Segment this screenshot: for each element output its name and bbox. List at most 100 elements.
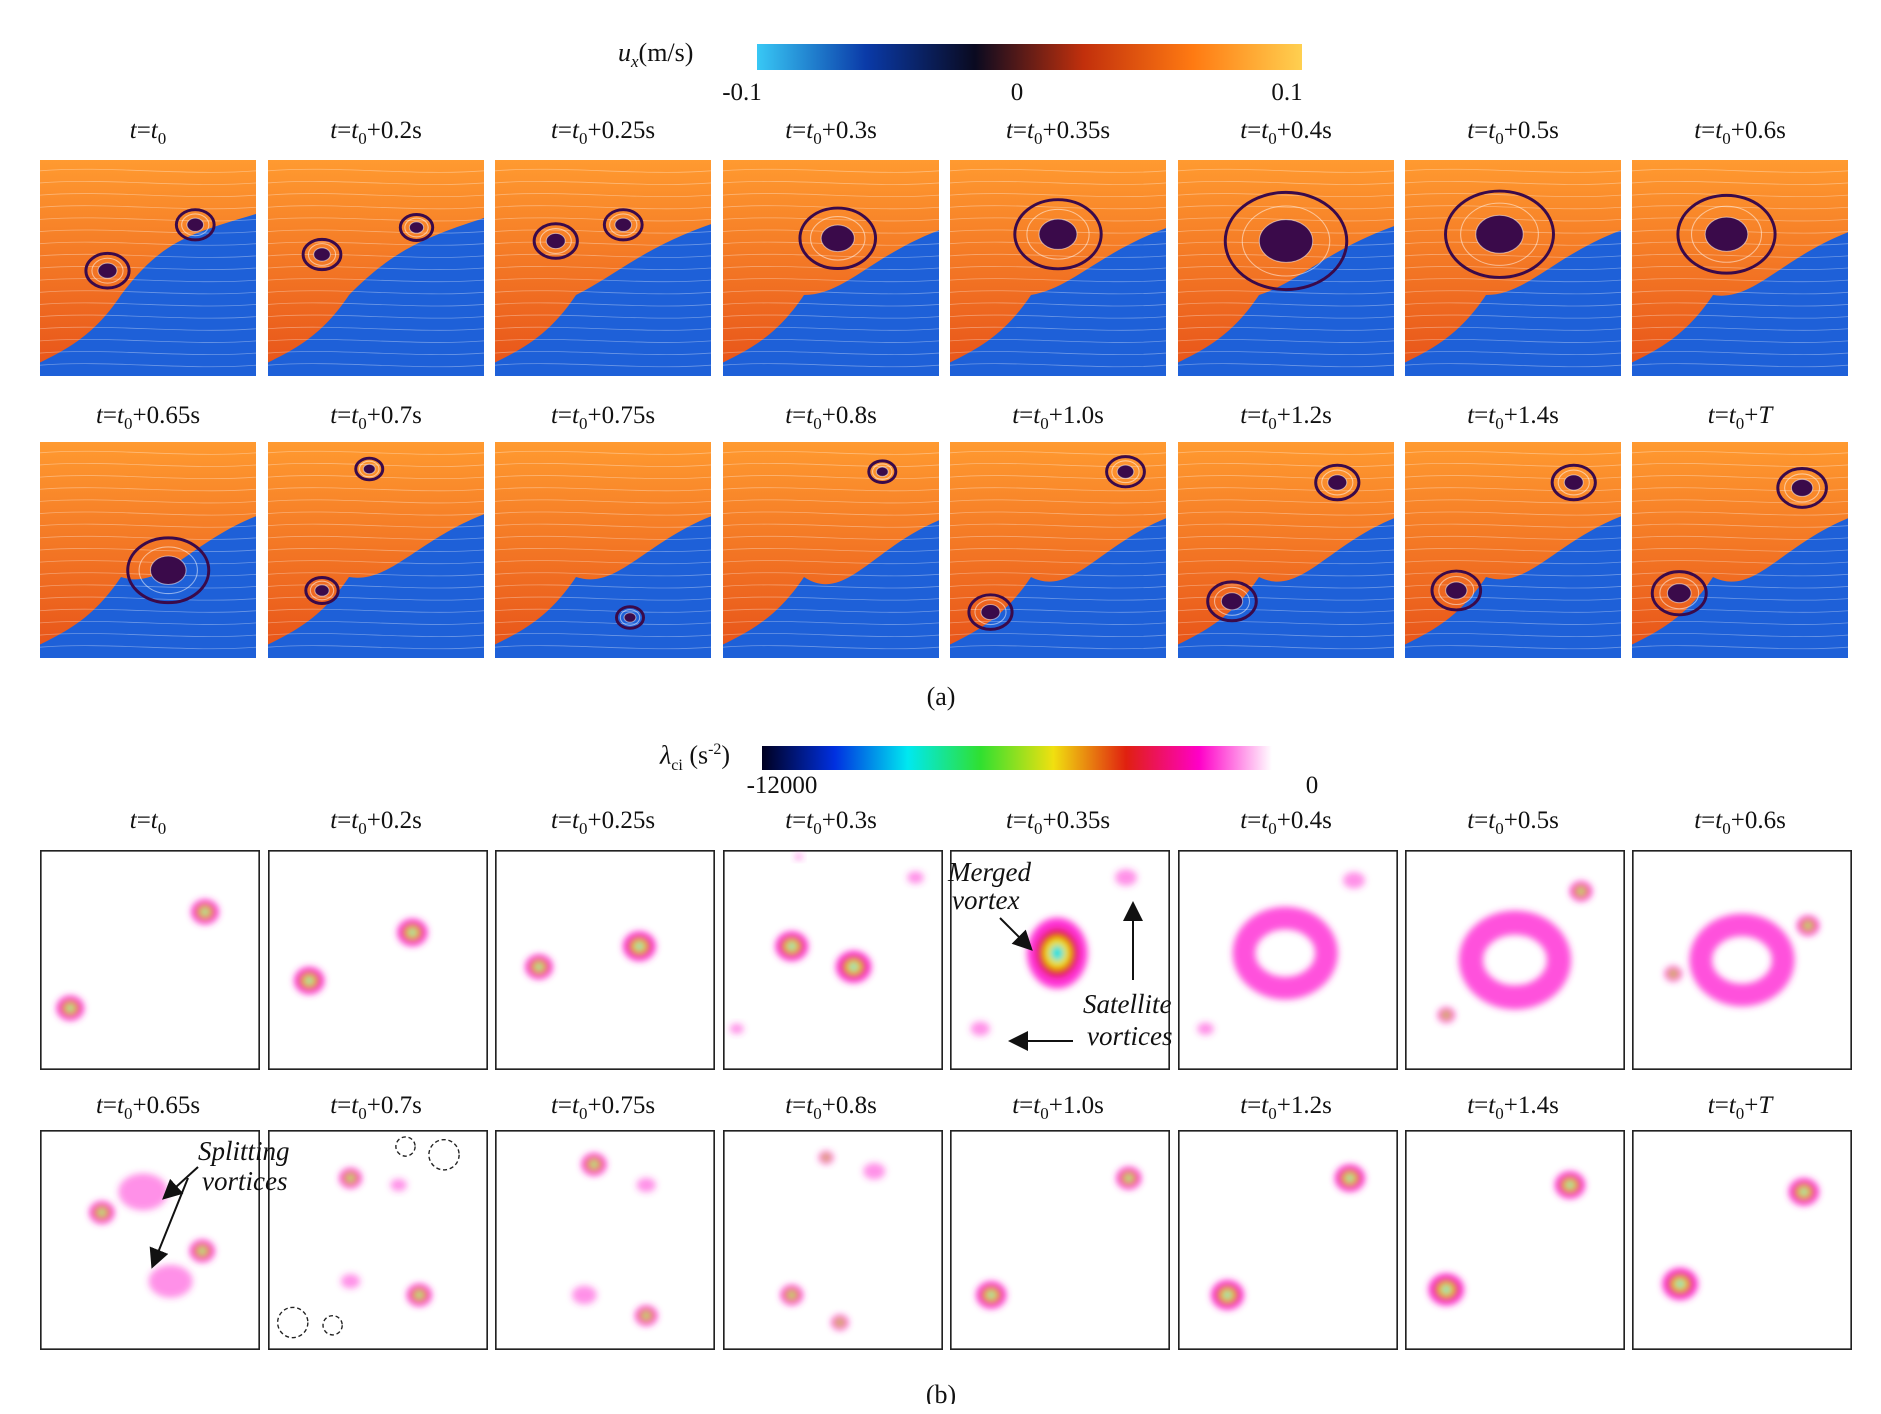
lambda-ci-panel: [950, 1130, 1170, 1350]
streamline: [1178, 290, 1394, 295]
streamline: [268, 499, 484, 504]
panel-frame: [40, 1130, 260, 1350]
missing-vortex-marker: [395, 1136, 416, 1157]
streamline: [950, 523, 1166, 528]
streamline: [495, 168, 711, 173]
streamline: [1405, 314, 1621, 319]
vortex-ring: [809, 215, 866, 261]
streamline: [268, 608, 484, 613]
vortex-ring: [1659, 577, 1700, 610]
flow-field-panel: [268, 160, 484, 376]
vortex-ring: [408, 221, 425, 234]
streamline: [950, 584, 1166, 589]
streamline: [1405, 253, 1621, 258]
streamline: [495, 645, 711, 650]
flow-field-panel: [950, 160, 1166, 376]
streamline: [268, 326, 484, 331]
lambda-ci-panel: [1178, 1130, 1398, 1350]
streamline: [950, 487, 1166, 492]
streamline: [1405, 193, 1621, 198]
weak-vortex-blob: [863, 1163, 886, 1180]
vortex-ring: [974, 599, 1007, 626]
streamline: [40, 338, 256, 343]
vortex-ring: [1666, 583, 1692, 604]
streamline: [723, 290, 939, 295]
vortex-ring: [97, 262, 118, 279]
streamline: [268, 363, 484, 368]
vortex-blob: [406, 1283, 432, 1307]
streamline: [723, 511, 939, 516]
streamline: [1178, 560, 1394, 565]
streamline: [495, 326, 711, 331]
weak-vortex-blob: [636, 1177, 656, 1193]
streamline: [723, 180, 939, 185]
streamline: [950, 511, 1166, 516]
streamline: [40, 205, 256, 210]
streamline: [1405, 180, 1621, 185]
streamline: [1405, 278, 1621, 283]
weak-vortex-blob: [1115, 869, 1137, 886]
streamline: [40, 633, 256, 638]
lambda-ci-panel: [723, 1130, 943, 1350]
vortex-ring: [798, 206, 878, 271]
panel-frame: [1178, 1130, 1398, 1350]
streamline: [495, 499, 711, 504]
streamline: [1178, 535, 1394, 540]
vortex-blob: [56, 995, 84, 1021]
streamline: [950, 168, 1166, 173]
streamline: [950, 363, 1166, 368]
streamline: [1178, 450, 1394, 455]
streamline: [495, 217, 711, 222]
streamline: [723, 338, 939, 343]
vortex-ring: [1460, 202, 1539, 266]
panel-title: t=t0+0.3s: [785, 117, 877, 148]
streamline: [1178, 487, 1394, 492]
vortex-blob: [1788, 1178, 1819, 1206]
streamline: [40, 608, 256, 613]
streamline: [1405, 596, 1621, 601]
streamline: [495, 290, 711, 295]
positive-region: [723, 160, 939, 363]
vortex-ring: [181, 213, 210, 237]
panel-frame: [1632, 1130, 1852, 1350]
vortex-ring: [1557, 469, 1590, 496]
streamline: [268, 487, 484, 492]
streamline: [1405, 487, 1621, 492]
positive-region: [723, 442, 939, 645]
streamline: [1632, 633, 1848, 638]
vortex-blob: [1662, 1267, 1698, 1301]
streamline: [40, 351, 256, 356]
streamline: [723, 535, 939, 540]
streamline: [1405, 535, 1621, 540]
streamline: [268, 266, 484, 270]
streamline: [495, 314, 711, 319]
vortex-ring: [609, 213, 638, 237]
streamline: [40, 253, 256, 258]
streamline: [495, 584, 711, 589]
vortex-ring: [301, 237, 343, 272]
vortex-ring: [304, 576, 340, 605]
streamline: [1632, 278, 1848, 283]
panel-title: t=t0+1.0s: [1012, 402, 1104, 433]
streamline: [1178, 314, 1394, 319]
streamline: [1178, 168, 1394, 173]
streamline: [1632, 326, 1848, 331]
panel-title: t=t0+1.4s: [1467, 1092, 1559, 1123]
panel-title: t=t0+0.75s: [550, 402, 656, 433]
streamline: [1632, 205, 1848, 210]
flow-field-panel: [268, 442, 484, 658]
streamline: [1405, 633, 1621, 638]
panel-title: t=t0+0.7s: [330, 1092, 422, 1123]
vortex-ring: [602, 208, 644, 242]
vortex-ring: [1111, 460, 1140, 484]
streamline: [1178, 548, 1394, 552]
lambda-ci-panel: [40, 1130, 260, 1350]
colorbar-b-tick-min: -12000: [746, 772, 818, 799]
streamline: [1178, 278, 1394, 283]
colorbar-a: [757, 44, 1302, 70]
streamline: [1632, 608, 1848, 613]
streamline: [495, 608, 711, 613]
streamline: [495, 229, 711, 234]
